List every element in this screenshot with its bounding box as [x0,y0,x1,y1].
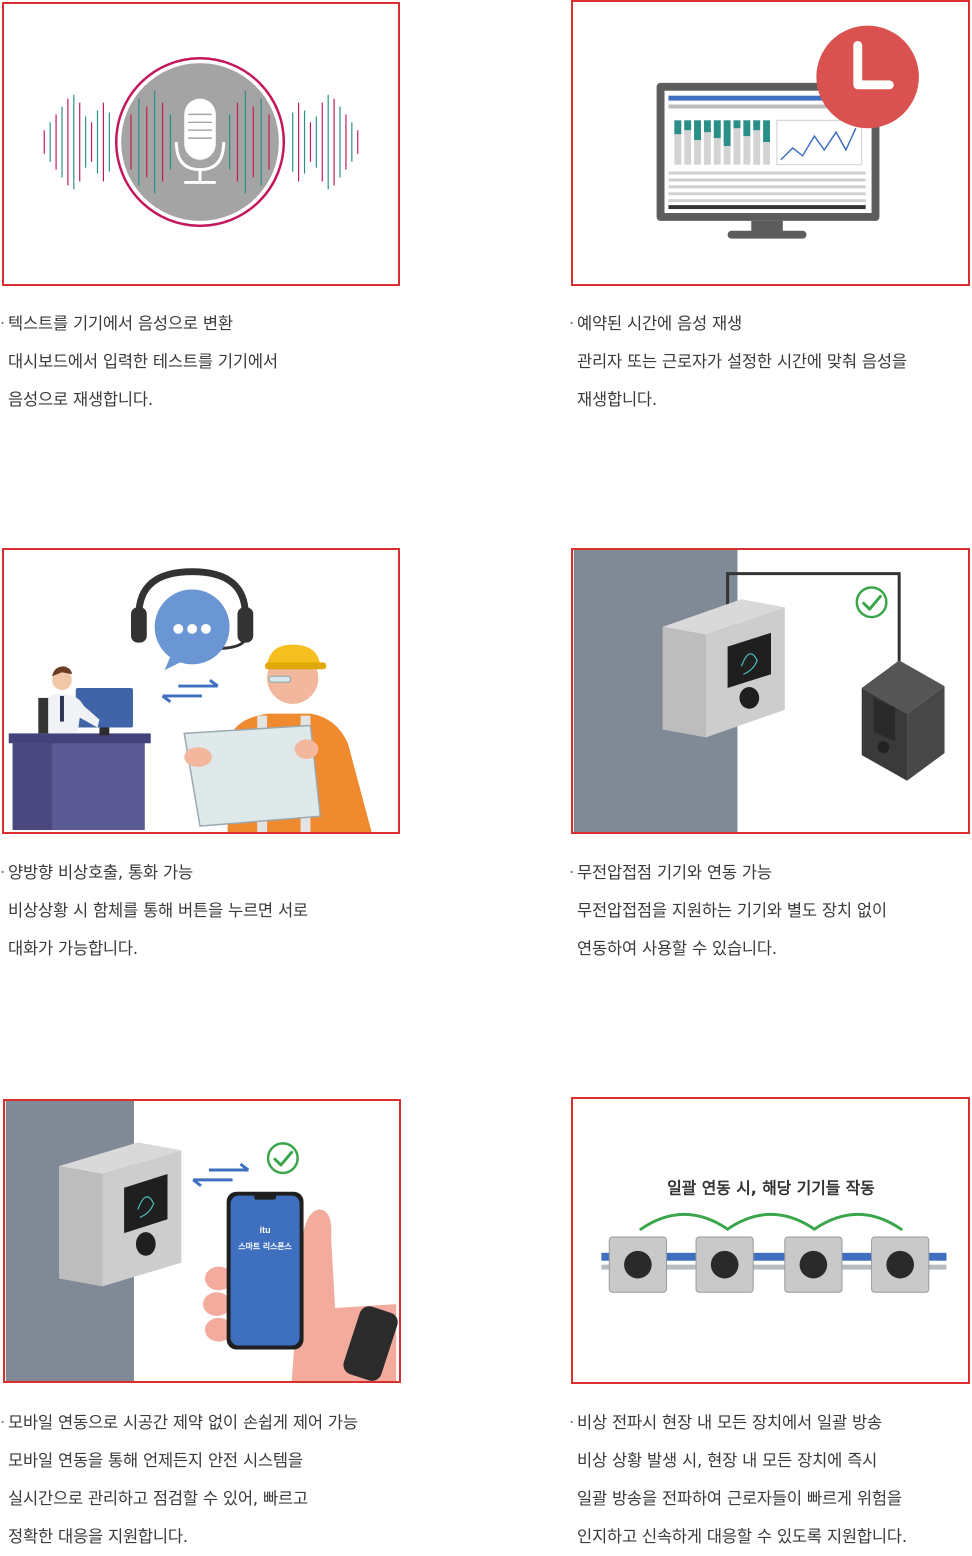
feature-desc-dry-contact: 무전압접점 기기와 연동 가능 무전압접점을 지원하는 기기와 별도 장치 없이… [569,854,887,968]
sound-wave-inner [130,90,270,194]
feature-desc-call: 양방향 비상호출, 통화 가능 비상상황 시 함체를 통해 버튼을 누르면 서로… [0,854,308,968]
check-icon [266,1142,299,1175]
feature-line: 인지하고 신속하게 대응할 수 있도록 지원합니다. [577,1527,907,1546]
schedule-illustration [656,25,919,239]
dry-contact-illustration [573,550,945,832]
mobile-illustration: itu 스마트 리스폰스 [5,1101,398,1381]
feature-title: 비상 전파시 현장 내 모든 장치에서 일괄 방송 [569,1404,907,1442]
card-broadcast: 일괄 연동 시, 해당 기기들 작동 [571,1097,970,1384]
phone-app-title: 스마트 리스폰스 [238,1241,292,1251]
wall-device [59,1142,182,1287]
feature-desc-tts: 텍스트를 기기에서 음성으로 변환 대시보드에서 입력한 테스트를 기기에서 음… [0,305,278,419]
external-device [861,660,945,781]
arrows-icon [192,1162,250,1187]
speaker-device-2 [695,1236,754,1293]
feature-line: 모바일 연동을 통해 언제든지 안전 시스템을 [8,1451,303,1470]
sound-wave-left [43,94,110,190]
speaker-device-3 [784,1236,843,1293]
feature-line: 비상 상황 발생 시, 현장 내 모든 장치에 즉시 [577,1451,878,1470]
feature-line: 관리자 또는 근로자가 설정한 시간에 맞춰 음성을 [577,352,907,371]
smartphone: itu 스마트 리스폰스 [226,1191,304,1350]
card-mobile: itu 스마트 리스폰스 [3,1099,401,1383]
card-tts [2,2,400,286]
feature-line: 무전압접점을 지원하는 기기와 별도 장치 없이 [577,901,887,920]
check-icon [855,586,888,619]
card-schedule [571,0,970,286]
feature-desc-broadcast: 비상 전파시 현장 내 모든 장치에서 일괄 방송 비상 상황 발생 시, 현장… [569,1404,907,1556]
feature-title: 양방향 비상호출, 통화 가능 [0,854,308,892]
feature-line: 대시보드에서 입력한 테스트를 기기에서 [8,352,278,371]
line-chart [776,119,863,166]
worker-figure [183,644,372,832]
hand [202,1209,398,1381]
feature-title: 모바일 연동으로 시공간 제약 없이 손쉽게 제어 가능 [0,1404,358,1442]
broadcast-caption: 일괄 연동 시, 해당 기기들 작동 [667,1179,875,1198]
tts-illustration [43,56,359,228]
phone-app-name: itu [260,1225,271,1235]
bar-chart [674,120,771,165]
feature-title: 예약된 시간에 음성 재생 [569,305,907,343]
card-dry-contact [571,548,970,834]
operator-desk [8,666,151,831]
sound-wave-right [292,94,359,190]
microphone-icon [174,98,226,184]
feature-line: 비상상황 시 함체를 통해 버튼을 누르면 서로 [8,901,308,920]
wall-device [662,599,785,738]
feature-line: 정확한 대응을 지원합니다. [8,1527,188,1546]
arrows-icon [161,678,219,704]
chat-bubble-icon [154,589,230,671]
card-two-way-call [2,548,400,834]
feature-line: 재생합니다. [577,390,657,409]
feature-line: 연동하여 사용할 수 있습니다. [577,939,777,958]
speaker-device-1 [608,1236,667,1293]
broadcast-illustration: 일괄 연동 시, 해당 기기들 작동 [601,1179,947,1293]
feature-line: 음성으로 재생합니다. [8,390,153,409]
speaker-device-4 [871,1236,930,1293]
clock-icon [816,25,919,129]
monitor-icon [656,82,880,239]
feature-desc-mobile: 모바일 연동으로 시공간 제약 없이 손쉽게 제어 가능 모바일 연동을 통해 … [0,1404,358,1556]
call-illustration [8,568,372,832]
feature-desc-schedule: 예약된 시간에 음성 재생 관리자 또는 근로자가 설정한 시간에 맞춰 음성을… [569,305,907,419]
feature-line: 실시간으로 관리하고 점검할 수 있어, 빠르고 [8,1489,308,1508]
feature-title: 무전압접점 기기와 연동 가능 [569,854,887,892]
feature-line: 일괄 방송을 전파하여 근로자들이 빠르게 위험을 [577,1489,902,1508]
feature-line: 대화가 가능합니다. [8,939,138,958]
feature-title: 텍스트를 기기에서 음성으로 변환 [0,305,278,343]
